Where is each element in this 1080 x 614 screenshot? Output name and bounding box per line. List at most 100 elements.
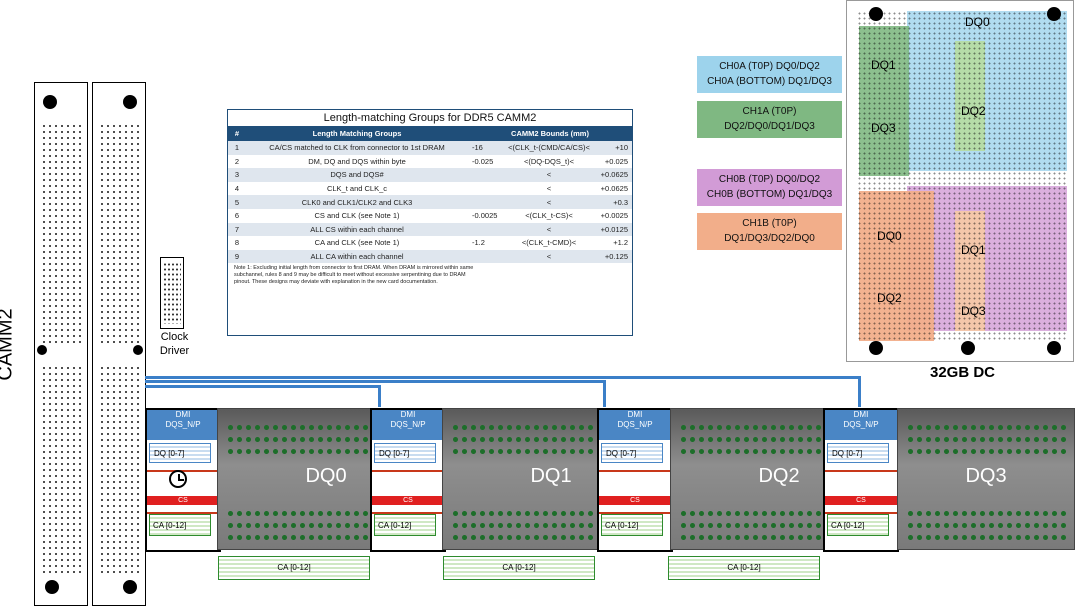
cs-group: CS [825, 470, 897, 514]
ball-row [226, 435, 426, 442]
route-drop-2 [603, 380, 606, 407]
ball-row [906, 509, 1066, 516]
row-bound-min [468, 181, 503, 196]
row-bound-min: -16 [468, 141, 503, 155]
dmi-label: DMI [175, 410, 191, 419]
cs-group: CS [372, 470, 444, 514]
ball-row [451, 435, 651, 442]
ball-row [451, 447, 651, 454]
ball-row [226, 509, 426, 516]
pin-field-lower [99, 365, 139, 573]
row-bound-max: +0.0625 [595, 168, 632, 182]
board-label-dq2-bottom: DQ2 [877, 291, 902, 305]
connector-module-right [92, 82, 146, 606]
clock-icon [169, 470, 187, 488]
mounting-hole [1047, 7, 1061, 21]
route-line-branch-2 [145, 380, 605, 383]
dq-arrow: DQ [0-7] [374, 443, 436, 463]
row-number: 1 [228, 141, 246, 155]
board-label-dq3-bottom: DQ3 [961, 304, 986, 318]
row-group: CS and CLK (see Note 1) [246, 208, 468, 223]
mounting-hole [1047, 341, 1061, 355]
ball-row [451, 521, 651, 528]
row-bound-max: +0.025 [595, 154, 632, 169]
dmi-label: DMI [853, 410, 869, 419]
board-region-ch1b-orange-2 [955, 211, 985, 331]
row-bound-min [468, 249, 503, 264]
row-bound-min: -0.025 [468, 154, 503, 169]
clock-driver-label: Clock Driver [159, 331, 190, 357]
row-bound-expr: < [502, 168, 596, 182]
channel-box-line-1: CH0A (T0P) DQ0/DQ2 [719, 61, 820, 72]
dqs-label: DQS_N/P [165, 420, 201, 429]
mounting-hole [37, 345, 47, 355]
mounting-hole [869, 341, 883, 355]
pin-field-upper [41, 123, 81, 345]
mounting-hole [123, 95, 137, 109]
cs-bar: CS [372, 496, 444, 505]
row-group: ALL CS within each channel [246, 222, 468, 237]
ball-row [679, 509, 879, 516]
ball-row [906, 435, 1066, 442]
row-group: CLK_t and CLK_c [246, 181, 468, 196]
mounting-hole [133, 345, 143, 355]
ball-row [906, 423, 1066, 430]
row-bound-max: +0.0025 [595, 208, 632, 223]
ca-route-1: CA [0-12] [218, 556, 370, 580]
row-bound-max: +1.2 [595, 236, 632, 250]
camm2-label: CAMM2 [0, 308, 17, 381]
row-group: DM, DQ and DQS within byte [246, 154, 468, 169]
ca-route-2: CA [0-12] [443, 556, 595, 580]
board-label-dq3-top: DQ3 [871, 121, 896, 135]
chip-label: DQ2 [758, 465, 800, 487]
ball-row [226, 447, 426, 454]
ball-row [906, 447, 1066, 454]
ca-arrow: CA [0-12] [149, 514, 211, 536]
row-number: 3 [228, 168, 246, 182]
board-label-dq1-bottom: DQ1 [961, 243, 986, 257]
dqs-label: DQS_N/P [843, 420, 879, 429]
route-drop-3 [858, 376, 861, 407]
ball-row [679, 447, 879, 454]
row-bound-max: +0.0125 [595, 222, 632, 237]
ball-row [679, 423, 879, 430]
mounting-hole [43, 95, 57, 109]
row-bound-max: +0.0625 [595, 181, 632, 196]
ball-row [451, 533, 651, 540]
channel-box-line-2: DQ2/DQ0/DQ1/DQ3 [724, 121, 815, 132]
clock-driver [160, 257, 184, 329]
cs-bar: CS [825, 496, 897, 505]
ball-row [451, 423, 651, 430]
length-matching-table: Length-matching Groups for DDR5 CAMM2 # … [227, 109, 633, 336]
cs-bar: CS [599, 496, 671, 505]
channel-box-line-1: CH0B (T0P) DQ0/DQ2 [718, 174, 821, 185]
mounting-hole [869, 7, 883, 21]
table-note: Note 1: Excluding initial length from co… [234, 265, 474, 286]
row-bound-max: +0.3 [595, 195, 632, 209]
connector-module-left [34, 82, 88, 606]
row-number: 7 [228, 222, 246, 237]
row-group: CA and CLK (see Note 1) [246, 236, 468, 250]
row-number: 4 [228, 181, 246, 196]
route-line-branch-1 [145, 385, 380, 388]
row-bound-min: -0.0025 [468, 208, 503, 223]
ball-row [679, 533, 879, 540]
table-grid: # Length Matching Groups CAMM2 Bounds (m… [228, 126, 632, 264]
row-group: CA/CS matched to CLK from connector to 1… [246, 141, 468, 155]
channel-box: CH1A (T0P)DQ2/DQ0/DQ1/DQ3 [697, 101, 842, 138]
row-bound-expr: < [502, 249, 596, 264]
row-number: 8 [228, 236, 246, 250]
dq-arrow: DQ [0-7] [149, 443, 211, 463]
board-region-ch0a-blue [907, 11, 1067, 171]
